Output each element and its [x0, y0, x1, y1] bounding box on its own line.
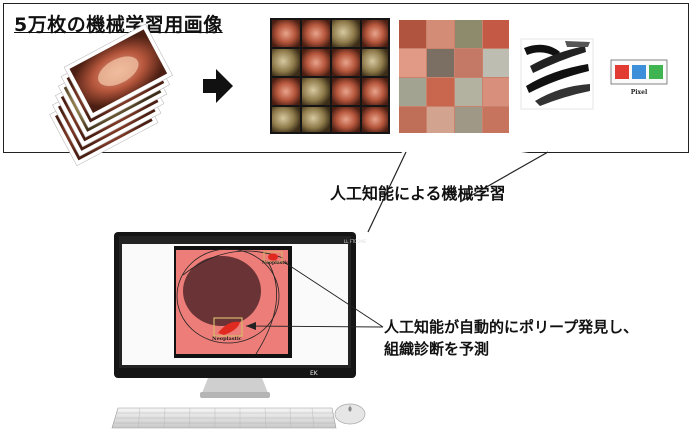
mouse-icon — [335, 404, 365, 424]
detection-caption: 人工知能が自動的にポリープ発見し、 組織診断を予測 — [384, 316, 638, 360]
pixel-label: Pixel — [611, 89, 667, 96]
feature-map — [521, 39, 593, 109]
rgb-pixel — [611, 60, 667, 84]
texture-patch-grid — [399, 20, 509, 133]
monitor-logo: EK — [310, 370, 318, 377]
monitor-brand: LL FTCOME — [344, 239, 366, 244]
neoplastic-label-1: Neoplastic — [262, 261, 289, 266]
image-stack — [33, 24, 189, 166]
detection-caption-line-1: 人工知能が自動的にポリープ発見し、 — [384, 316, 638, 338]
keyboard — [112, 408, 336, 428]
detection-caption-line-2: 組織診断を予測 — [384, 338, 638, 360]
ml-caption: 人工知能による機械学習 — [330, 180, 506, 204]
pixel-green — [649, 65, 663, 79]
pixel-blue — [632, 65, 646, 79]
right-arrow-icon — [203, 69, 233, 103]
endoscopy-image-grid — [270, 18, 390, 134]
neoplastic-label-2: Neoplastic — [212, 336, 242, 342]
pixel-red — [615, 65, 629, 79]
lesion-1 — [268, 254, 278, 261]
